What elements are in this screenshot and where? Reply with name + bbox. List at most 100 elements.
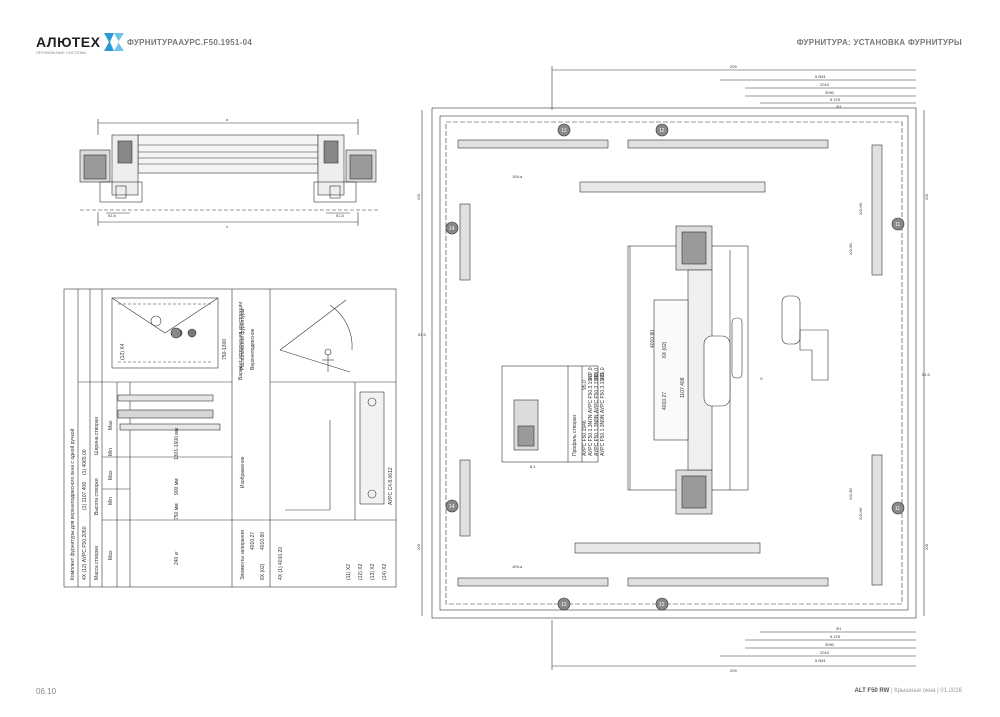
dim-bottom-1: 5 1У5: [830, 634, 841, 639]
callout-6x02: 6Х (02): [662, 341, 668, 358]
callout-1107-408: 1107.408: [680, 377, 686, 398]
profile-row-1: АУРС F50.1.3N7N АУРС F50.3.1947: [588, 373, 594, 456]
table-row-0-cell-0: 4Х (12) АУРС.F50.2050: [82, 526, 88, 580]
dim-top-0: 209: [730, 64, 737, 69]
callout-2: 14: [449, 226, 455, 232]
profile-val-3: 131,0: [600, 367, 606, 380]
profile-header: Профиль створки: [572, 415, 578, 456]
hardware-table: [63, 288, 397, 588]
dim-mid-left: 51,5: [418, 332, 427, 337]
profile-row-3: АУРС F50.1.3N9N АУРС F50.3.1949: [600, 373, 606, 456]
dim-top-1: 5 ВЗ4: [815, 74, 826, 79]
callout-4: 11: [895, 222, 900, 228]
part-2: 8Х (02): [260, 563, 266, 580]
profile-row-2: АУРС F50.1.3N8N АУРС F50.3.1948: [594, 373, 600, 456]
profile-val-0: 95,0: [582, 380, 588, 390]
dim-top-5: 2Н: [836, 104, 841, 109]
dim-left-0: X/3: [416, 193, 421, 200]
part-3: 4Х (1) 4010.20: [278, 547, 284, 580]
callout-1: 12: [659, 128, 665, 134]
main-front-view: [421, 66, 925, 670]
logo-subtitle: ПРОФИЛЬНЫЕ СИСТЕМЫ: [36, 50, 87, 55]
callouts: [170, 123, 905, 611]
scheme-label-0: (12) Х4: [120, 343, 126, 360]
table-row-2-cell-4: Max: [108, 420, 114, 430]
brand-logo: АЛЮТЕХ ПРОФИЛЬНЫЕ СИСТЕМЫ: [36, 33, 125, 55]
placement-label: Расположение фурнитуры: [240, 308, 246, 370]
dim-left: 51,5: [108, 213, 117, 218]
logo-text: АЛЮТЕХ: [36, 34, 101, 50]
table-row-0-cell-1: (1) 1107.408: [82, 482, 88, 510]
profile-row-0: АУРС F50.1946: [582, 420, 588, 456]
table-row-2-cell-3: Min: [108, 448, 114, 456]
table-row-1-cell-0: Масса створки: [94, 546, 100, 580]
table-row-3-cell-3: 1301-1600 мм: [174, 427, 180, 460]
item-3: (14) Х2: [382, 563, 388, 580]
logo-mark-icon: [104, 33, 125, 51]
callout-7: 12: [659, 602, 665, 608]
dim-x: x: [226, 224, 228, 229]
footer-separator: |: [889, 688, 895, 694]
page-number: 06.10: [36, 687, 57, 696]
table-row-3-cell-1: 750 мм: [174, 503, 180, 520]
elements-label: Элементы запирания: [240, 530, 246, 580]
table-row-2-cell-1: Min: [108, 497, 114, 505]
dim-bottom-4: 5 ВЗ4: [815, 658, 826, 663]
page-footer: ALT F50 RW | Крышные окна | 01.2016: [855, 688, 962, 694]
variant-label: Вариант исполнения конструкции: [238, 302, 244, 380]
dim-right-2: X/2-80: [848, 242, 853, 255]
dim-bottom-0: 2Н: [836, 626, 841, 631]
image-label: Изображение: [240, 456, 246, 488]
table-row-3-cell-0: 240 кг: [174, 551, 180, 565]
placement-sub: Верхнеподвесное: [250, 328, 256, 370]
table-row-1-cell-2: Ширина створки: [94, 417, 100, 455]
item-1: (12) Х2: [358, 563, 364, 580]
dim-width-bottom: 109-а: [512, 564, 523, 569]
dim-mid-right: 51,5: [922, 372, 931, 377]
profile-val-2: 119,0: [594, 368, 600, 380]
callout-4010-27: 4010.27: [662, 392, 668, 410]
dim-bottom-5: 209: [730, 668, 737, 673]
section-drawing: [79, 119, 380, 226]
footer-product: ALT F50 RW: [854, 688, 890, 694]
part-1: 4010.80: [260, 532, 266, 550]
dim-top-2: 2010: [820, 82, 830, 87]
dim-a: a: [226, 117, 229, 122]
callout-3: 14: [449, 504, 455, 510]
item-0: (11) Х2: [346, 564, 352, 580]
dim-right-1: X/3-Н5: [858, 202, 863, 215]
dim-bottom-2: 3090: [825, 642, 835, 647]
drawing-labels: a 51,5 51,5 x Комплект фурнитуры для вер…: [69, 64, 931, 673]
table-row-1-cell-1: Высота створки: [94, 478, 100, 515]
table-row-2-cell-0: Max: [108, 550, 114, 560]
dim-bottom-3: 2010: [820, 650, 830, 655]
profile-dim: 6,1: [530, 464, 536, 469]
item-2: (13) Х2: [370, 563, 376, 580]
dim-top-3: 3090: [825, 90, 835, 95]
dim-right-3: X/2-80: [848, 487, 853, 500]
table-row-3-cell-2: 900 мм: [174, 478, 180, 495]
footer-description: Крышные окна | 01.2016: [894, 688, 962, 694]
dim-x-main: X: [760, 376, 763, 381]
part-0: 4010.27: [250, 532, 256, 550]
callout-4010-80: 4010.80: [650, 330, 656, 348]
profile-val-1: 107,0: [588, 367, 594, 380]
dim-right-5: X/3: [924, 543, 929, 550]
document-code: ФУРНИТУРААУРС.F50.1951-04: [127, 38, 253, 47]
section-title: ФУРНИТУРА: УСТАНОВКА ФУРНИТУРЫ: [796, 38, 962, 47]
dim-top-4: 5 1У5: [830, 97, 841, 102]
table-row-2-cell-2: Max: [108, 470, 114, 480]
dim-right-0: X/3: [924, 193, 929, 200]
dim-left-1: X/3: [416, 543, 421, 550]
dim-width-top: 109-а: [512, 174, 523, 179]
callout-0: 13: [561, 128, 567, 134]
scheme-label-1: 750-1300: [222, 339, 228, 360]
dim-right-4: X/3-Н5: [858, 507, 863, 520]
dim-right: 51,5: [336, 213, 345, 218]
part-code: АУРС С4.8.0612: [388, 467, 394, 505]
table-title: Комплект фурнитуры для верхнеподвесного …: [69, 429, 76, 580]
callout-5: 11: [895, 506, 900, 512]
table-row-0-cell-2: (1) 4065.00: [82, 449, 88, 475]
callout-6: 13: [561, 602, 567, 608]
